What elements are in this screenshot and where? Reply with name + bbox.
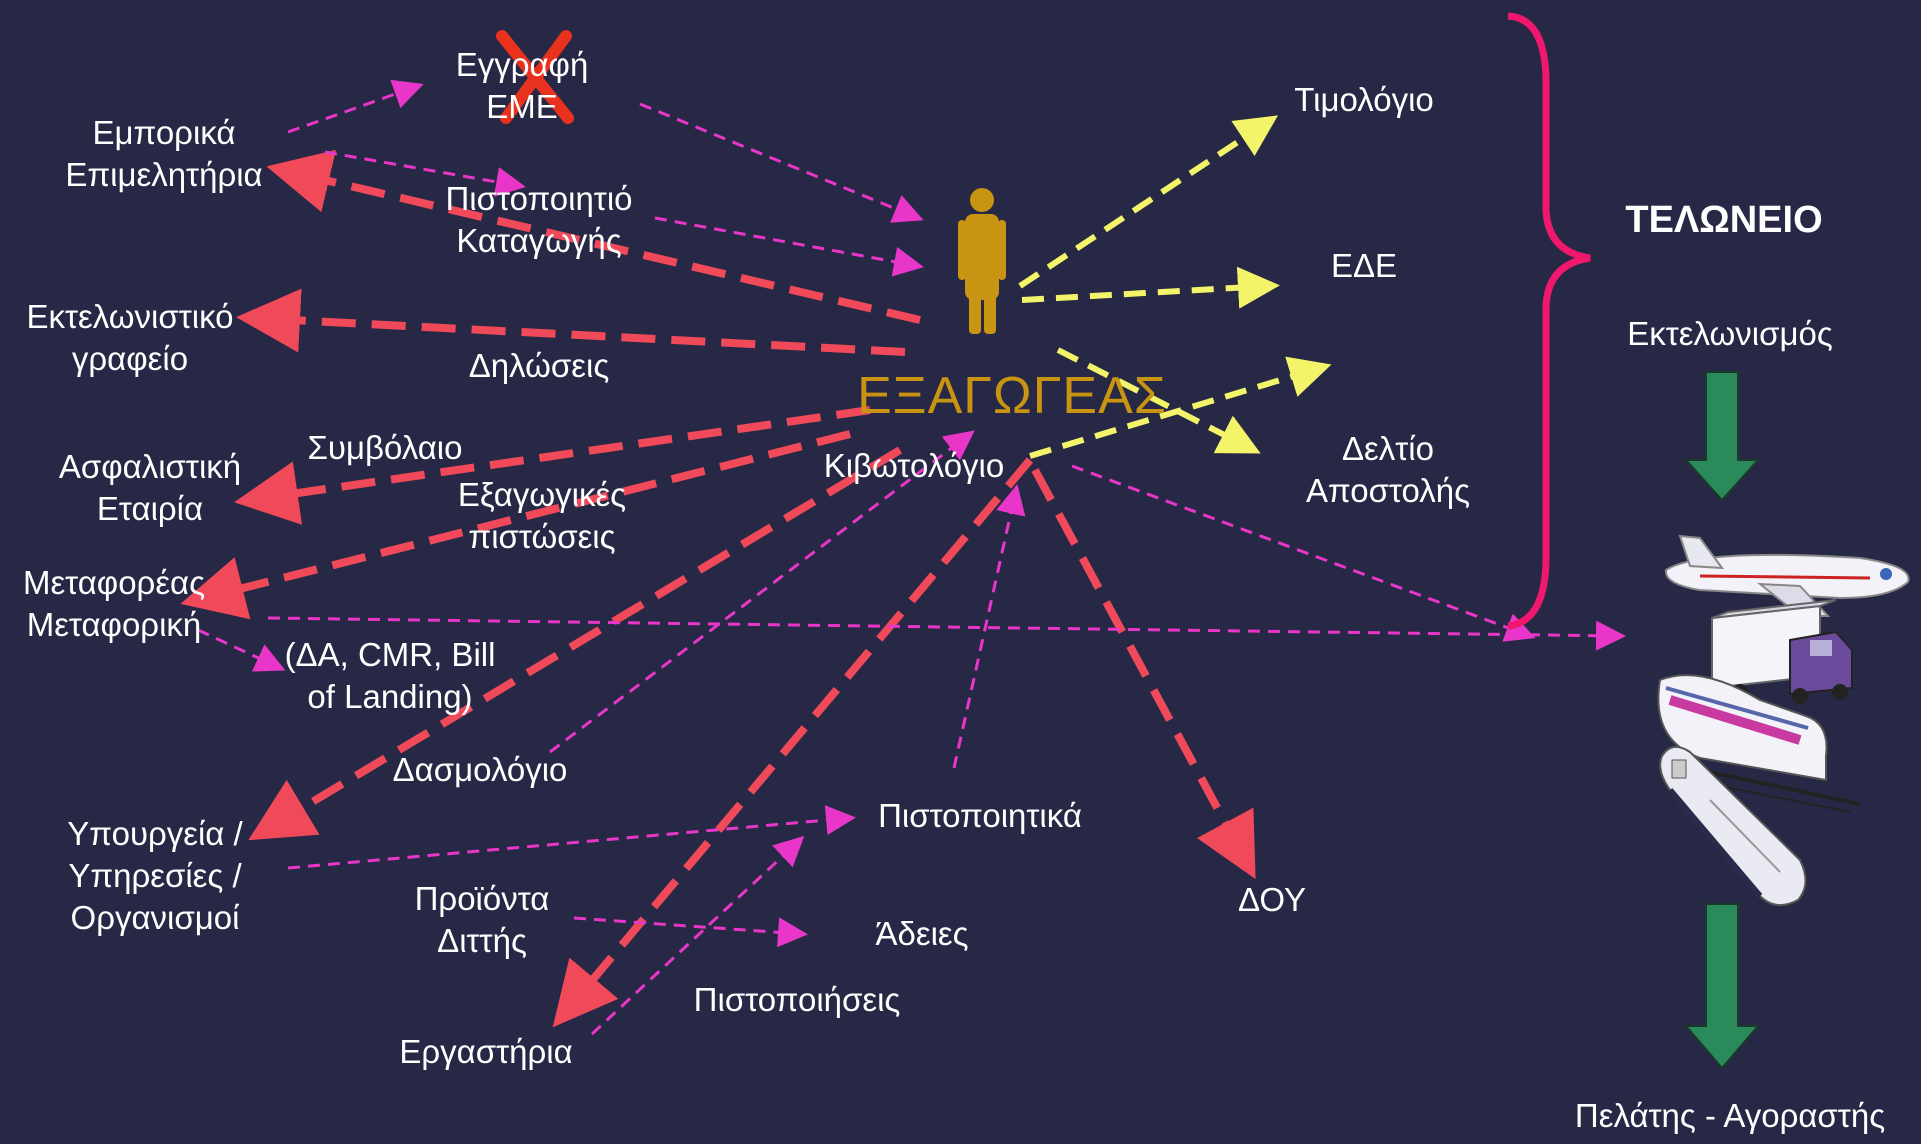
label-export-credits-line1: Εξαγωγικές (457, 476, 627, 513)
doc-delivery-note-line2: Αποστολής (1305, 472, 1471, 509)
label-packing-list: Κιβωτολόγιο (823, 447, 1005, 484)
arrow-carrier-to-docs (197, 628, 286, 672)
label-dual-products-line1: Προϊόντα (414, 880, 550, 917)
arrow-certificates-to-exporter (952, 484, 1026, 769)
node-customs-office: Εκτελωνιστικό γραφείο (26, 296, 233, 380)
green-arrows (1683, 371, 1761, 1070)
arrow-tariff-to-exporter (549, 430, 975, 754)
node-chambers: Εμπορικά Επιμελητήρια (65, 112, 262, 196)
label-certificate-origin-line1: Πιστοποιητιό (445, 180, 633, 217)
node-ministries-line3: Οργανισμοί (70, 899, 240, 936)
arrow-to-tax-office (1031, 468, 1256, 880)
label-certificates: Πιστοποιητικά (878, 797, 1082, 834)
down-arrow-clearance (1683, 371, 1761, 502)
arrow-carrier-to-transport (267, 616, 1626, 651)
node-ministries-line2: Υπηρεσίες / (68, 857, 242, 894)
doc-ede: ΕΔΕ (1330, 247, 1398, 284)
node-customs-office-line2: γραφείο (71, 340, 189, 377)
label-tax-office: ΔΟΥ (1238, 881, 1306, 918)
airplane-icon (1664, 534, 1910, 617)
arrow-to-invoice (1018, 115, 1279, 289)
label-transport-docs: (ΔΑ, CMR, Bill of Landing) (285, 634, 496, 718)
customs-brace (1507, 12, 1591, 630)
label-registration: Εγγραφή ΕΜΕ (456, 44, 589, 128)
node-insurance: Ασφαλιστική Εταιρία (59, 446, 241, 530)
person-icon (958, 188, 1006, 334)
label-dual-products: Προϊόντα Διττής (415, 878, 550, 962)
label-registration-line1: Εγγραφή (455, 46, 589, 83)
node-carrier-line1: Μεταφορέας (22, 564, 206, 601)
node-ministries: Υπουργεία / Υπηρεσίες / Οργανισμοί (67, 813, 242, 939)
label-certifications: Πιστοποιήσεις (693, 981, 901, 1018)
red-arrows (180, 149, 1256, 1028)
arrow-to-insurance (234, 406, 871, 525)
label-licenses: Άδειες (875, 915, 969, 952)
doc-delivery-note: Δελτίο Αποστολής (1306, 428, 1470, 512)
arrow-to-delivery-note (1056, 347, 1261, 454)
arrow-to-ministries (248, 446, 903, 841)
node-labs: Εργαστήρια (399, 1033, 573, 1070)
label-tariff: Δασμολόγιο (392, 751, 568, 788)
arrow-certificate-to-exporter (654, 216, 924, 277)
arrow-to-chambers (266, 149, 921, 324)
node-chambers-line1: Εμπορικά (92, 114, 236, 151)
arrow-to-carrier (180, 430, 851, 620)
arrow-chambers-to-certificate (324, 150, 526, 197)
arrow-labs-to-certificates (590, 835, 805, 1036)
label-certificate-origin-line2: Καταγωγής (456, 222, 622, 259)
magenta-arrows (197, 79, 1626, 1036)
label-export-credits: Εξαγωγικές πιστώσεις (458, 474, 626, 558)
node-carrier: Μεταφορέας Μεταφορική (23, 562, 205, 646)
doc-invoice: Τιμολόγιο (1294, 81, 1434, 118)
node-chambers-line2: Επιμελητήρια (65, 156, 263, 193)
truck-icon (1711, 599, 1853, 704)
exporter-label: ΕΞΑΓΩΓΕΑΣ (857, 367, 1167, 425)
label-declarations: Δηλώσεις (468, 347, 610, 384)
doc-delivery-note-line1: Δελτίο (1342, 430, 1434, 467)
arrow-ministries-to-certificates (287, 805, 856, 870)
arrow-chambers-to-registration (287, 79, 424, 134)
arrow-registration-to-exporter (639, 102, 924, 223)
arrow-to-ede (1021, 266, 1280, 309)
label-contract: Συμβόλαιο (307, 429, 463, 466)
label-dual-products-line2: Διττής (437, 922, 527, 959)
node-insurance-line2: Εταιρία (96, 490, 204, 527)
arrow-exporter-to-customs (1071, 464, 1536, 642)
label-export-credits-line2: πιστώσεις (468, 518, 616, 555)
label-certificate-origin: Πιστοποιητιό Καταγωγής (445, 178, 632, 262)
arrow-to-customs-office (236, 288, 906, 356)
node-customs-office-line1: Εκτελωνιστικό (26, 298, 234, 335)
cross-icon (496, 30, 574, 124)
arrow-dual-to-licenses (573, 916, 808, 948)
label-transport-docs-line1: (ΔΑ, CMR, Bill (284, 636, 496, 673)
customs-title: ΤΕΛΩΝΕΙΟ (1625, 199, 1823, 241)
node-ministries-line1: Υπουργεία / (67, 815, 243, 852)
label-registration-line2: ΕΜΕ (486, 88, 558, 125)
node-insurance-line1: Ασφαλιστική (58, 448, 242, 485)
ship-icon (1659, 745, 1807, 907)
node-carrier-line2: Μεταφορική (26, 606, 202, 643)
customer-buyer: Πελάτης - Αγοραστής (1574, 1097, 1886, 1134)
label-transport-docs-line2: of Landing) (307, 678, 473, 715)
down-arrow-customer (1683, 903, 1761, 1070)
yellow-arrows (1018, 115, 1332, 459)
customs-clearance: Εκτελωνισμός (1627, 315, 1833, 352)
arrow-to-customs-doc (1029, 356, 1332, 459)
